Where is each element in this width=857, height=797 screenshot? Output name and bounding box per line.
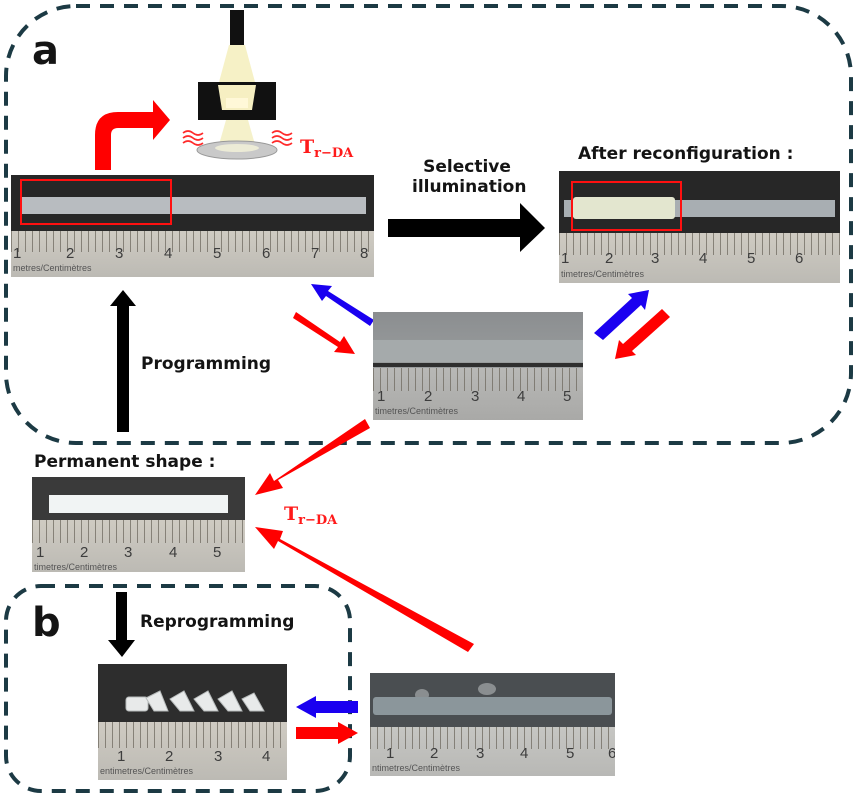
ruler-unit: ntimetres/Centimètres [372,762,461,773]
programmed-sample-photo: 1 2 3 4 5 6 7 8 metres/Centimètres [11,175,374,277]
panel-letter-a: a [32,28,59,74]
ruler-number: 4 [520,744,529,762]
panel-letter-b: b [32,600,61,646]
ruler-unit: entimetres/Centimètres [100,766,194,776]
ruler-number: 2 [605,249,614,267]
heat-arrow-icon [615,309,670,359]
sample-strip [21,197,366,214]
ruler-number: 5 [563,388,572,406]
cool-arrow-icon [296,696,358,718]
reprogramming-label: Reprogramming [140,612,295,632]
ruler-number: 1 [117,748,126,765]
ruler-number: 4 [262,748,271,765]
ruler-number: 1 [386,744,395,762]
ruler-number: 8 [360,245,369,263]
intermediate-sample-photo: 1 2 3 4 5 timetres/Centimètres [373,312,583,420]
heat-curved-arrow-icon [95,100,170,170]
cool-arrow-icon [594,290,649,340]
ruler-number: 2 [66,245,75,263]
panel-b-border [4,584,352,793]
panel-a-border [4,4,853,445]
strip-edge [373,363,583,367]
ruler: 1 2 3 4 5 timetres/Centimètres [32,519,245,572]
ruler-number: 3 [115,245,124,263]
cool-arrow-icon [311,284,374,326]
heat-arrow-icon [293,312,355,354]
ruler-number: 2 [430,744,439,762]
sample-strip [373,697,612,715]
left-bidirectional-arrows [293,284,374,354]
ruler-number: 2 [80,543,89,561]
ruler-number: 3 [476,744,485,762]
sample-strip [49,495,228,513]
reconfigured-segment [573,197,675,219]
sample-strip [373,340,583,362]
ruler: 1 2 3 4 5 6 7 8 metres/Centimètres [11,231,374,277]
ruler-number: 3 [124,543,133,561]
permanent-shape-label: Permanent shape : [34,452,216,472]
selective-illumination-arrow-icon [388,203,545,252]
after-reconfiguration-label: After reconfiguration : [578,144,794,164]
permanent-sample-photo: 1 2 3 4 5 timetres/Centimètres [32,477,245,572]
temperature-label: Tr−DA [300,136,354,161]
ruler-number: 1 [36,543,45,561]
right-bidirectional-arrows [594,290,670,359]
reprogramming-arrow-icon [108,592,135,657]
ruler-unit: timetres/Centimètres [561,268,645,279]
ruler-number: 4 [169,543,178,561]
ruler-number: 6 [795,249,804,267]
ruler-number: 6 [608,744,615,762]
ruler-number: 3 [214,748,223,765]
ruler-unit: metres/Centimètres [13,263,92,274]
ruler-number: 1 [561,249,570,267]
ruler-number: 5 [566,744,575,762]
ruler-number: 3 [651,249,660,267]
ruler-number: 5 [213,543,222,561]
ruler-number: 1 [377,388,386,406]
programming-label: Programming [141,354,272,374]
ruler-number: 1 [13,245,22,263]
droplet [478,683,496,695]
recovery-arrow-lower-icon [255,527,474,652]
ruler: 1 2 3 4 entimetres/Centimètres [98,722,287,780]
heat-arrow-icon [296,722,358,744]
ruler-number: 4 [164,245,173,263]
lamp-illustration-icon [196,10,278,160]
highlight-box [571,181,682,231]
ruler-number: 5 [213,245,222,263]
flat-sample-photo: 1 2 3 4 5 6 ntimetres/Centimètres [370,673,615,776]
ruler: 1 2 3 4 5 6 timetres/Centimètres [559,232,840,283]
heat-waves-icon [182,130,293,146]
ruler-number: 6 [262,245,271,263]
ruler-number: 2 [424,388,433,406]
ruler-number: 7 [311,245,320,263]
highlight-box [20,179,172,225]
recovery-arrow-upper-icon [255,419,370,495]
helix-sample-photo: 1 2 3 4 entimetres/Centimètres [98,664,287,780]
temperature-label-recovery: Tr−DA [284,503,338,528]
ruler-number: 4 [517,388,526,406]
ruler-number: 3 [471,388,480,406]
ruler-unit: timetres/Centimètres [375,406,459,417]
programming-arrow-icon [110,290,136,432]
ruler-unit: timetres/Centimètres [34,561,118,572]
ruler-number: 4 [699,249,708,267]
ruler: 1 2 3 4 5 timetres/Centimètres [373,368,583,420]
ruler: 1 2 3 4 5 6 ntimetres/Centimètres [370,726,615,776]
helical-strip [125,690,265,712]
reconfigured-sample-photo: 1 2 3 4 5 6 timetres/Centimètres [559,171,840,283]
ruler-number: 2 [165,748,174,765]
ruler-number: 5 [747,249,756,267]
